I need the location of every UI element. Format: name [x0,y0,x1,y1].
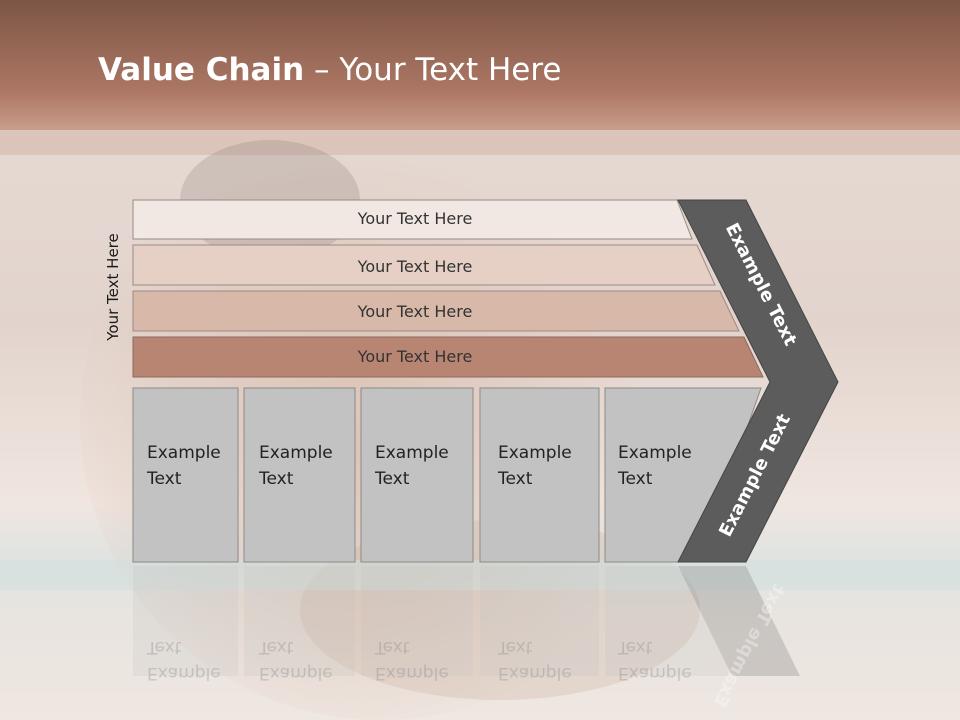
row-label-4: Your Text Here [357,347,473,366]
row-label-2: Your Text Here [357,257,473,276]
row-bar-4[interactable] [132,336,764,378]
row-bar-2[interactable] [132,244,716,286]
row-label-3: Your Text Here [357,302,473,321]
column-box-4[interactable] [479,387,600,563]
page-title: Value Chain – Your Text Here [98,52,562,88]
row-bar-3[interactable] [132,290,740,332]
column-box-2[interactable] [243,387,356,563]
column-box-3[interactable] [360,387,474,563]
row-bar-1[interactable] [132,199,693,240]
column-box-1[interactable] [132,387,239,563]
row-label-1: Your Text Here [357,209,473,228]
chevron-arrow[interactable] [677,199,839,563]
